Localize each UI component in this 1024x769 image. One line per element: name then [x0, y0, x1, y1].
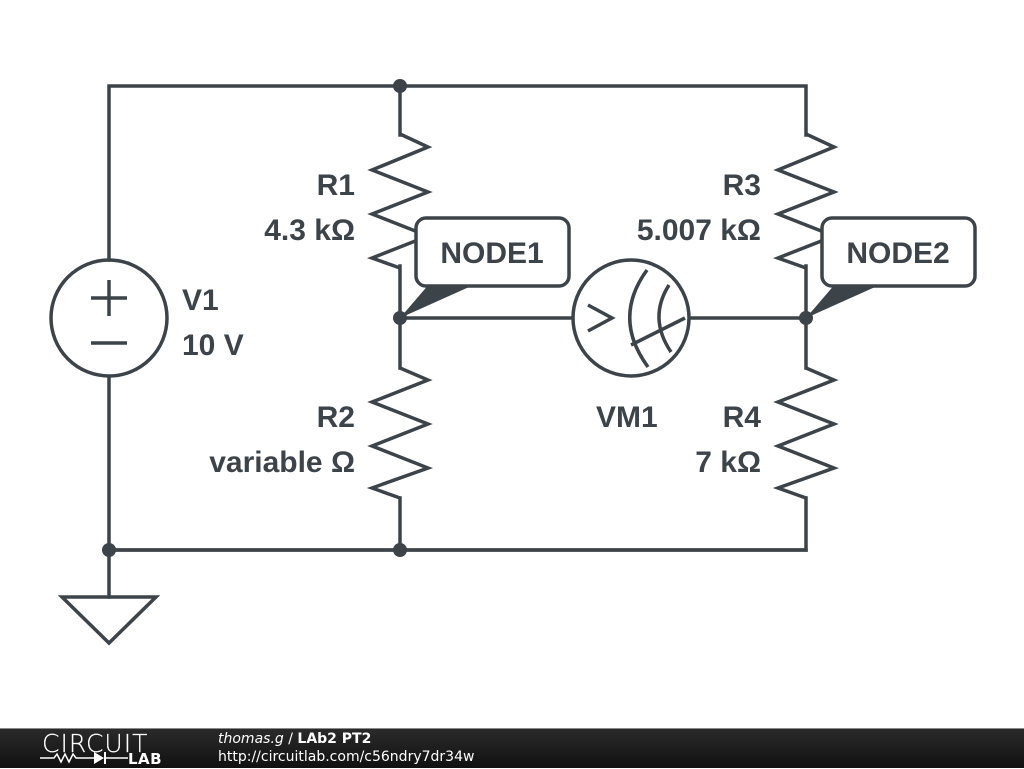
- junction-top-r1: [393, 79, 407, 93]
- node1-tag-text: NODE1: [440, 237, 543, 270]
- resistor-r3[interactable]: [773, 132, 839, 270]
- r3-name-label: R3: [723, 169, 761, 202]
- voltmeter-arc-1: [628, 268, 650, 369]
- circuit-title[interactable]: LAb2 PT2: [297, 731, 372, 747]
- wire-top: [107, 84, 808, 262]
- logo-text-lab: LAB: [128, 750, 163, 768]
- schematic-canvas: V1 10 V R1 4.3 kΩ R2 variable Ω R3 5.007…: [49, 79, 977, 646]
- vm1-name-label: VM1: [596, 401, 658, 434]
- node1-tag-pointer: [400, 283, 478, 318]
- r1-value-label: 4.3 kΩ: [264, 214, 355, 247]
- junction-ground: [102, 543, 116, 557]
- node2-tag-pointer: [806, 283, 884, 318]
- resistor-r4[interactable]: [772, 366, 839, 500]
- node1-tag-box: [414, 216, 571, 288]
- resistor-r1[interactable]: [367, 132, 433, 270]
- r4-name-label: R4: [723, 401, 762, 434]
- circuitlab-logo[interactable]: CIRCUIT LAB: [40, 729, 180, 769]
- voltmeter-circle: [571, 258, 691, 378]
- logo-resistor-diode-icon: [40, 752, 128, 764]
- circuit-meta: thomas.g / LAb2 PT2 http://circuitlab.co…: [218, 730, 474, 766]
- node2-tag[interactable]: NODE2: [806, 216, 977, 318]
- voltmeter-vm1[interactable]: [571, 258, 691, 378]
- resistor-r2[interactable]: [366, 366, 433, 500]
- meta-separator: /: [283, 731, 298, 747]
- v1-value-label: 10 V: [182, 329, 244, 362]
- node2-tag-box: [820, 216, 977, 288]
- r4-value-label: 7 kΩ: [695, 446, 761, 479]
- r2-value-label: variable Ω: [209, 446, 355, 479]
- voltmeter-arrow-icon: [587, 303, 616, 333]
- voltage-source-circle: [49, 258, 169, 378]
- footer-bar: CIRCUIT LAB thomas.g / LAb2 PT2 http://c…: [0, 728, 1024, 768]
- r2-name-label: R2: [317, 401, 355, 434]
- node1-tag[interactable]: NODE1: [400, 216, 571, 318]
- voltmeter-needle: [630, 316, 686, 347]
- r3-value-label: 5.007 kΩ: [637, 214, 761, 247]
- node2-tag-text: NODE2: [846, 237, 949, 270]
- author-link[interactable]: thomas.g: [218, 731, 284, 747]
- circuit-url[interactable]: http://circuitlab.com/c56ndry7dr34w: [218, 749, 475, 765]
- r1-name-label: R1: [317, 169, 355, 202]
- voltmeter-arc-2: [657, 284, 673, 353]
- v1-name-label: V1: [182, 284, 219, 317]
- voltage-source-v1[interactable]: [49, 258, 169, 378]
- ground-icon[interactable]: [57, 595, 161, 646]
- wire-r4-lead-bottom: [107, 496, 808, 552]
- junction-bottom-r2: [393, 543, 407, 557]
